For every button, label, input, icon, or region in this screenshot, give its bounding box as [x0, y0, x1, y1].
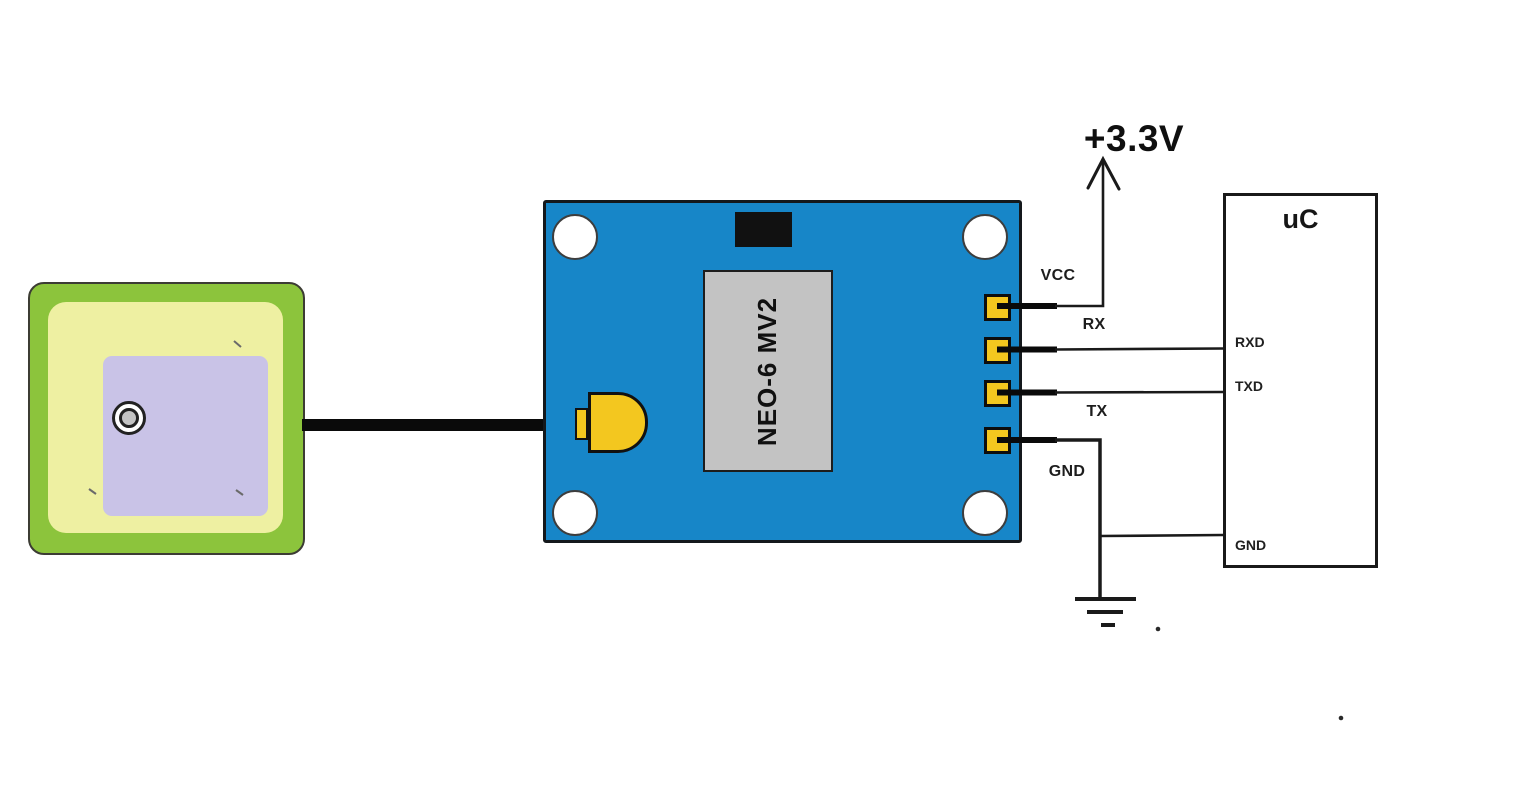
microcontroller-box: uC RXD TXD GND	[1223, 193, 1378, 568]
module-pin-tx	[984, 380, 1011, 407]
pin-label-vcc: VCC	[1040, 267, 1076, 284]
ground-symbol-icon	[1075, 597, 1136, 627]
mounting-hole-top-left	[552, 214, 598, 260]
microcontroller-title: uC	[1282, 204, 1319, 234]
module-pin-rx	[984, 337, 1011, 364]
antenna-connector-body	[588, 392, 648, 453]
pin-label-rx: RX	[1082, 316, 1106, 333]
power-arrow-head-icon	[1086, 155, 1121, 191]
gps-antenna	[28, 282, 305, 555]
pin-label-tx: TX	[1086, 403, 1108, 420]
gps-chip: NEO-6 MV2	[703, 270, 833, 472]
mounting-hole-bottom-right	[962, 490, 1008, 536]
gnd-branch-to-uc	[1099, 533, 1224, 538]
antenna-feed-core	[119, 408, 139, 428]
mounting-hole-top-right	[962, 214, 1008, 260]
antenna-cable	[302, 419, 578, 431]
mounting-hole-bottom-left	[552, 490, 598, 536]
uc-pin-label-txd: TXD	[1235, 378, 1263, 394]
power-rail-label: +3.3V	[1083, 118, 1185, 159]
rx-wire	[1054, 347, 1224, 351]
uc-pin-label-rxd: RXD	[1235, 334, 1265, 350]
antenna-connector-stub	[575, 408, 588, 440]
antenna-patch	[103, 356, 268, 516]
antenna-ceramic-layer	[48, 302, 283, 533]
module-pin-vcc	[984, 294, 1011, 321]
module-pin-gnd	[984, 427, 1011, 454]
gps-module-board: NEO-6 MV2	[543, 200, 1022, 543]
tx-wire	[1054, 390, 1224, 394]
uc-pin-label-gnd: GND	[1235, 537, 1267, 553]
pin-label-gnd: GND	[1048, 463, 1086, 480]
antenna-feed-point	[112, 401, 146, 435]
chip-label: NEO-6 MV2	[752, 296, 783, 446]
artifact-dot-1	[1155, 626, 1161, 632]
smd-component	[735, 212, 792, 247]
artifact-dot-2	[1338, 715, 1344, 721]
